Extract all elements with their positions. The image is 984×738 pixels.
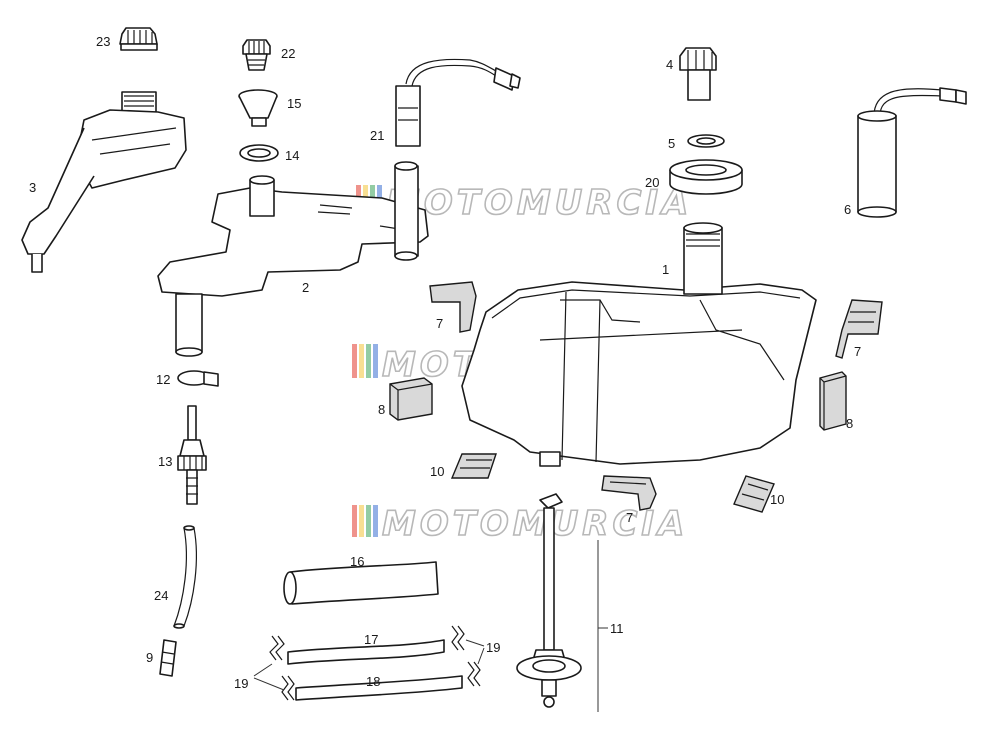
part-6-fuel-sender bbox=[857, 87, 967, 218]
part-22-cap bbox=[242, 39, 271, 71]
label-3: 3 bbox=[29, 180, 36, 195]
label-11: 11 bbox=[610, 621, 624, 636]
label-8b: 8 bbox=[846, 416, 853, 431]
label-24: 24 bbox=[154, 588, 168, 603]
part-16-breather-hose bbox=[283, 561, 439, 605]
part-1-fuel-tank bbox=[461, 222, 817, 467]
watermark-text: MOTOMURCIA bbox=[386, 183, 692, 223]
part-20-rubber-ring bbox=[669, 159, 743, 195]
label-7a: 7 bbox=[436, 316, 443, 331]
label-5: 5 bbox=[668, 136, 675, 151]
leader-19-left bbox=[253, 663, 285, 691]
part-4-tank-cap bbox=[679, 47, 717, 101]
label-1: 1 bbox=[662, 262, 669, 277]
part-9-connector bbox=[159, 639, 177, 677]
part-7-bracket-bottom bbox=[601, 475, 657, 511]
label-21: 21 bbox=[370, 128, 384, 143]
part-13-valve-fitting bbox=[177, 405, 207, 505]
label-20: 20 bbox=[645, 175, 659, 190]
watermark-bottom: MOTOMURCIA bbox=[352, 503, 688, 545]
label-13: 13 bbox=[158, 454, 172, 469]
part-17-hose bbox=[287, 639, 445, 665]
part-14-washer bbox=[239, 144, 279, 162]
leader-11 bbox=[597, 540, 608, 712]
part-5-seal bbox=[687, 134, 725, 148]
part-19-clip bbox=[269, 625, 481, 701]
label-9: 9 bbox=[146, 650, 153, 665]
part-7-bracket-left bbox=[429, 281, 477, 333]
label-19a: 19 bbox=[234, 676, 248, 691]
part-21-level-sender bbox=[395, 58, 521, 147]
label-15: 15 bbox=[287, 96, 301, 111]
part-2-upper-tank-shell bbox=[157, 161, 429, 357]
part-8-rubber-block-left bbox=[389, 377, 433, 421]
part-23-cap bbox=[119, 27, 158, 51]
label-10a: 10 bbox=[430, 464, 444, 479]
watermark-text: MOTOMURCIA bbox=[382, 504, 688, 544]
label-19b: 19 bbox=[486, 640, 500, 655]
part-7-bracket-right bbox=[835, 299, 883, 359]
part-11-fuel-tap bbox=[516, 493, 582, 708]
part-10-pad-right bbox=[733, 475, 775, 513]
part-15-funnel bbox=[238, 89, 278, 127]
label-22: 22 bbox=[281, 46, 295, 61]
label-23: 23 bbox=[96, 34, 110, 49]
part-10-pad-left bbox=[450, 453, 497, 479]
label-14: 14 bbox=[285, 148, 299, 163]
label-6: 6 bbox=[844, 202, 851, 217]
label-7c: 7 bbox=[626, 510, 633, 525]
part-18-hose bbox=[295, 675, 463, 701]
label-12: 12 bbox=[156, 372, 170, 387]
label-10b: 10 bbox=[770, 492, 784, 507]
label-7b: 7 bbox=[854, 344, 861, 359]
part-24-fuel-hose bbox=[173, 525, 197, 629]
label-2: 2 bbox=[302, 280, 309, 295]
part-8-rubber-block-right bbox=[819, 371, 847, 431]
label-8a: 8 bbox=[378, 402, 385, 417]
label-18: 18 bbox=[366, 674, 380, 689]
label-4: 4 bbox=[666, 57, 673, 72]
label-17: 17 bbox=[364, 632, 378, 647]
leader-19-right bbox=[465, 639, 485, 665]
part-3-filler-neck-arm bbox=[21, 91, 187, 273]
part-12-hose-clamp bbox=[177, 370, 219, 387]
label-16: 16 bbox=[350, 554, 364, 569]
